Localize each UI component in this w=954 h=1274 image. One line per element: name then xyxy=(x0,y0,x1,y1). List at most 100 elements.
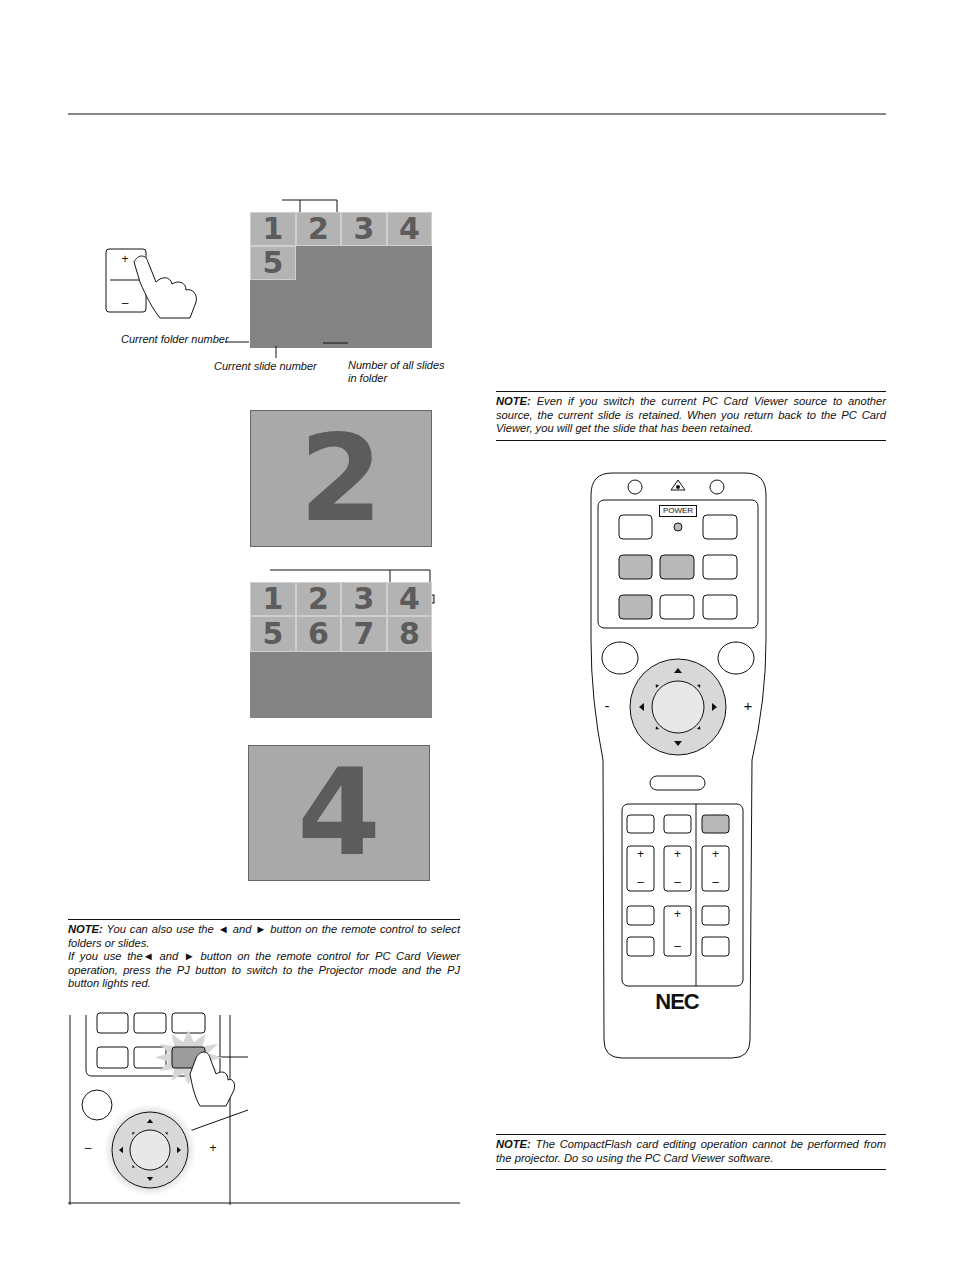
thumbnail-cell: 3 xyxy=(341,582,387,616)
key-label: - xyxy=(597,700,617,712)
key-label: + xyxy=(203,1142,223,1154)
buttons xyxy=(660,555,694,579)
arrow-symbol xyxy=(119,1147,123,1153)
key-label: + xyxy=(738,700,758,712)
select-pad xyxy=(630,659,726,755)
buttons xyxy=(97,1013,128,1033)
slide-screen: 2 xyxy=(250,410,432,547)
thumbnail-cell: 6 xyxy=(296,616,341,652)
key-label: – xyxy=(665,876,690,888)
arrow-symbol xyxy=(656,685,660,689)
note-heading: NOTE: xyxy=(496,1138,531,1150)
slide-screen: 4 xyxy=(248,745,430,881)
key-label: – xyxy=(113,297,137,309)
buttons xyxy=(619,555,652,579)
thumbnail-cell: 5 xyxy=(250,616,296,652)
buttons xyxy=(627,906,654,925)
arrow-symbol xyxy=(697,726,701,730)
buttons xyxy=(702,906,729,925)
slide-number: 5 xyxy=(263,248,284,278)
thumbnail-cell: 1 xyxy=(250,212,296,246)
slide-number: 4 xyxy=(297,753,381,873)
buttons xyxy=(134,1013,166,1033)
hand xyxy=(190,1052,235,1106)
arrow-symbol xyxy=(712,703,717,711)
buttons xyxy=(172,1013,205,1033)
laser-symbol xyxy=(676,485,680,489)
arrow-symbol xyxy=(656,726,660,730)
thumbnail-cell: 7 xyxy=(341,616,387,652)
press-glow xyxy=(104,1104,196,1196)
remote-button xyxy=(718,642,754,674)
button-panel xyxy=(598,500,758,628)
key-label: NEC xyxy=(627,990,727,1014)
arrow-symbol xyxy=(147,1177,153,1181)
note-text: You can also use the ◄ and ► button on t… xyxy=(68,923,460,949)
slide-number: 1 xyxy=(263,214,284,244)
slide-number: 5 xyxy=(263,619,284,649)
arrow-symbol xyxy=(697,685,701,689)
note-heading: NOTE: xyxy=(496,395,531,407)
buttons xyxy=(627,815,729,956)
arrow-symbol xyxy=(165,1165,168,1168)
thumbnail-cell: 4 xyxy=(387,212,432,246)
buttons xyxy=(664,815,691,833)
note-text: The CompactFlash card editing operation … xyxy=(496,1138,886,1164)
key-label: – xyxy=(703,876,728,888)
key-label: – xyxy=(78,1142,98,1154)
key-label: + xyxy=(113,253,137,265)
callout-label: Current slide number xyxy=(214,360,324,373)
thumbnail-cell: 8 xyxy=(387,616,432,652)
power-led xyxy=(674,523,682,531)
buttons xyxy=(627,846,654,891)
slide-number: 1 xyxy=(263,584,284,614)
note-paragraph: NOTE: The CompactFlash card editing oper… xyxy=(496,1138,886,1165)
buttons xyxy=(664,846,691,891)
key-label: + xyxy=(665,848,690,860)
slide-number: 4 xyxy=(399,214,420,244)
key-label: POWER xyxy=(659,505,697,517)
note-block: NOTE: The CompactFlash card editing oper… xyxy=(496,1134,886,1170)
buttons xyxy=(619,515,737,619)
callout-label: Number of all slides in folder xyxy=(348,359,448,385)
key-label: + xyxy=(628,848,653,860)
callout-label: Current folder number xyxy=(121,333,231,346)
note-block: NOTE: You can also use the ◄ and ► butto… xyxy=(68,919,460,991)
slide-number: 8 xyxy=(399,619,420,649)
note-paragraph: If you use the◄ and ► button on the remo… xyxy=(68,950,460,991)
arrow-symbol xyxy=(132,1132,135,1135)
leader-lines xyxy=(276,346,277,358)
buttons xyxy=(703,555,737,579)
arrow-symbol xyxy=(177,1147,181,1153)
key-label: + xyxy=(665,908,690,920)
rocker-divider xyxy=(110,280,142,281)
remote-button xyxy=(650,776,705,790)
remote-button xyxy=(710,480,724,494)
slide-number: 2 xyxy=(308,214,329,244)
buttons xyxy=(703,595,737,619)
slide-number: 7 xyxy=(354,619,375,649)
remote-outline xyxy=(230,1015,231,1205)
thumbnail-cell: 3 xyxy=(341,212,387,246)
buttons xyxy=(702,815,729,833)
screen xyxy=(250,582,432,718)
arrow-symbol xyxy=(674,668,682,673)
select-pad xyxy=(112,1112,188,1188)
remote-outline xyxy=(70,1015,230,1205)
thumbnail-cell: 4 xyxy=(387,582,432,616)
section-rule xyxy=(68,1203,460,1204)
buttons xyxy=(627,815,654,833)
note-paragraph: NOTE: Even if you switch the current PC … xyxy=(496,395,886,436)
laser-symbol xyxy=(671,480,685,490)
thumbnail-cell: 2 xyxy=(296,582,341,616)
buttons xyxy=(664,906,691,956)
note-heading: NOTE: xyxy=(68,923,103,935)
remote-outline xyxy=(70,1015,71,1205)
hand xyxy=(134,256,196,318)
key-label: – xyxy=(665,940,690,952)
note-paragraph: NOTE: You can also use the ◄ and ► butto… xyxy=(68,923,460,950)
thumbnail-cell: 5 xyxy=(250,246,296,280)
arrow-symbol xyxy=(674,741,682,746)
screen xyxy=(250,212,432,348)
remote-body xyxy=(591,473,766,1058)
